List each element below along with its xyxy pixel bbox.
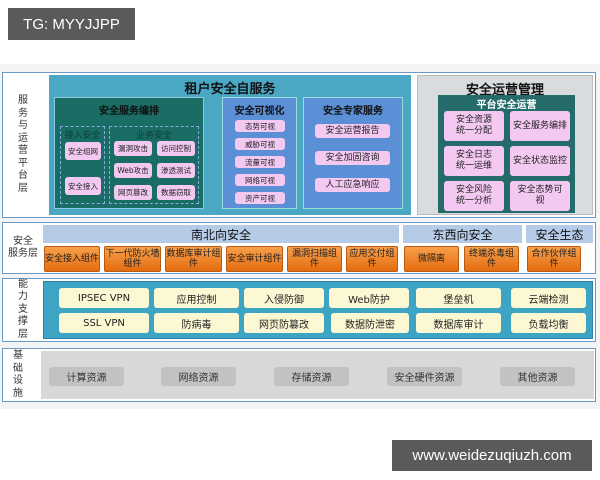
tenant-self-service: 租户安全自服务 安全服务编排 接入安全 安全组网 安全接入 业务安全 漏洞攻击 … (49, 75, 411, 215)
access-item: 安全接入 (65, 177, 101, 195)
capability-layer-label: 能 力 支 撑 层 (3, 279, 43, 341)
east-west-zone-title: 东西向安全 (403, 225, 522, 243)
label-char: 务 (18, 107, 28, 119)
component-box: 安全接入组件 (44, 246, 100, 272)
operations-item: 安全服务编排 (510, 111, 570, 141)
visualization-item: 流量可视 (235, 156, 285, 168)
capability-item: Web防护 (329, 288, 409, 308)
expert-item: 安全加固咨询 (315, 151, 390, 165)
orchestration-title: 安全服务编排 (99, 106, 159, 117)
infrastructure-item: 网络资源 (161, 367, 236, 386)
visualization-item: 威胁可视 (235, 138, 285, 150)
infrastructure-item: 计算资源 (49, 367, 124, 386)
service-ops-layer-label: 服 务 与 运 营 平 台 层 (3, 73, 43, 217)
platform-operations-title: 平台安全运营 (476, 100, 537, 111)
label-char: 能 (18, 278, 28, 290)
label-char: 设 (13, 375, 23, 386)
infrastructure-item: 存储资源 (274, 367, 349, 386)
operations-item: 安全风险 统一分析 (444, 181, 504, 211)
business-item: 漏洞攻击 (114, 141, 152, 156)
security-operations-management: 安全运营管理 平台安全运营 安全资源 统一分配 安全服务编排 安全日志 统一运维… (417, 75, 593, 215)
capability-panel: IPSEC VPN 应用控制 入侵防御 Web防护 堡垒机 云端检测 SSL V… (43, 281, 593, 339)
operations-item: 安全态势可 视 (510, 181, 570, 211)
component-box: 下一代防火墙组件 (104, 246, 161, 272)
component-box: 合作伙伴组件 (527, 246, 581, 272)
operations-item: 安全状态监控 (510, 146, 570, 176)
label-char: 营 (18, 145, 28, 156)
capability-item: 网页防篡改 (244, 313, 324, 333)
expert-item: 安全运营报告 (315, 124, 390, 138)
label-char: 础 (13, 362, 23, 374)
visualization-title: 安全可视化 (234, 106, 285, 117)
business-item: 数据窃取 (157, 185, 195, 200)
label-char: 与 (18, 120, 28, 131)
operations-item: 安全资源 统一分配 (444, 111, 504, 141)
business-item: Web攻击 (114, 163, 152, 178)
operations-item: 安全日志 统一运维 (444, 146, 504, 176)
visualization-item: 态势可视 (235, 120, 285, 132)
security-service-layer: 安全 服务层 南北向安全 东西向安全 安全生态 安全接入组件 下一代防火墙组件 … (2, 222, 596, 274)
business-security-title: 业务安全 (135, 131, 172, 141)
watermark-top: TG: MYYJJPP (8, 8, 135, 40)
component-box: 终端杀毒组件 (464, 246, 519, 272)
capability-item: 数据库审计 (416, 313, 501, 333)
capability-item: IPSEC VPN (59, 288, 149, 308)
component-box: 应用交付组件 (346, 246, 398, 272)
capability-item: 云端检测 (511, 288, 586, 308)
infrastructure-item: 安全硬件资源 (387, 367, 462, 386)
access-item: 安全组网 (65, 142, 101, 160)
business-item: 网页篡改 (114, 185, 152, 200)
operations-title: 安全运营管理 (465, 83, 544, 98)
capability-item: 入侵防御 (244, 288, 324, 308)
visualization-item: 资产可视 (235, 192, 285, 204)
component-box: 安全审计组件 (226, 246, 283, 272)
platform-security-operations: 平台安全运营 安全资源 统一分配 安全服务编排 安全日志 统一运维 安全状态监控… (438, 95, 575, 213)
security-expert-panel: 安全专家服务 安全运营报告 安全加固咨询 人工应急响应 (303, 97, 403, 209)
expert-item: 人工应急响应 (315, 178, 390, 192)
label-line: 服务层 (8, 248, 38, 259)
label-char: 运 (18, 132, 28, 144)
label-char: 层 (18, 328, 28, 340)
label-line: 安全 (13, 235, 33, 247)
ecosystem-zone-title: 安全生态 (526, 225, 593, 243)
capability-item: 防病毒 (154, 313, 239, 333)
service-orchestration-panel: 安全服务编排 接入安全 安全组网 安全接入 业务安全 漏洞攻击 访问控制 Web… (54, 97, 204, 209)
capability-item: SSL VPN (59, 313, 149, 333)
label-char: 基 (13, 350, 23, 361)
label-char: 支 (18, 303, 28, 315)
label-char: 服 (18, 95, 28, 106)
tenant-title: 租户安全自服务 (184, 82, 276, 97)
label-char: 撑 (18, 316, 28, 328)
label-char: 平 (18, 157, 28, 169)
label-char: 层 (18, 182, 28, 194)
visualization-item: 网络可视 (235, 174, 285, 186)
expert-title: 安全专家服务 (323, 106, 383, 117)
access-security-title: 接入安全 (64, 131, 101, 141)
infrastructure-item: 其他资源 (500, 367, 575, 386)
component-box: 数据库审计组件 (165, 246, 222, 272)
infrastructure-layer: 基 础 设 施 计算资源 网络资源 存储资源 安全硬件资源 其他资源 (2, 348, 596, 402)
capability-item: 应用控制 (154, 288, 239, 308)
label-char: 力 (18, 291, 28, 303)
security-visualization-panel: 安全可视化 态势可视 威胁可视 流量可视 网络可视 资产可视 (222, 97, 297, 209)
architecture-diagram: 服 务 与 运 营 平 台 层 租户安全自服务 安全服务编排 接入安全 安全组网… (0, 64, 600, 409)
business-security-group: 业务安全 漏洞攻击 访问控制 Web攻击 渗透测试 网页篡改 数据窃取 (109, 126, 199, 204)
service-ops-layer: 服 务 与 运 营 平 台 层 租户安全自服务 安全服务编排 接入安全 安全组网… (2, 72, 596, 218)
watermark-bottom: www.weidezuqiuzh.com (392, 440, 592, 471)
access-security-group: 接入安全 安全组网 安全接入 (60, 126, 105, 204)
label-char: 施 (13, 387, 23, 399)
label-char: 台 (18, 170, 28, 181)
component-box: 漏洞扫描组件 (287, 246, 342, 272)
business-item: 访问控制 (157, 141, 195, 156)
capability-support-layer: 能 力 支 撑 层 IPSEC VPN 应用控制 入侵防御 Web防护 堡垒机 … (2, 278, 596, 342)
security-service-layer-label: 安全 服务层 (3, 223, 43, 273)
capability-item: 数据防泄密 (331, 313, 409, 333)
capability-item: 负载均衡 (511, 313, 586, 333)
north-south-zone-title: 南北向安全 (43, 225, 399, 243)
infrastructure-layer-label: 基 础 设 施 (3, 349, 33, 401)
capability-item: 堡垒机 (416, 288, 501, 308)
infrastructure-panel: 计算资源 网络资源 存储资源 安全硬件资源 其他资源 (41, 351, 594, 399)
business-item: 渗透测试 (157, 163, 195, 178)
component-box: 微隔离 (404, 246, 459, 272)
